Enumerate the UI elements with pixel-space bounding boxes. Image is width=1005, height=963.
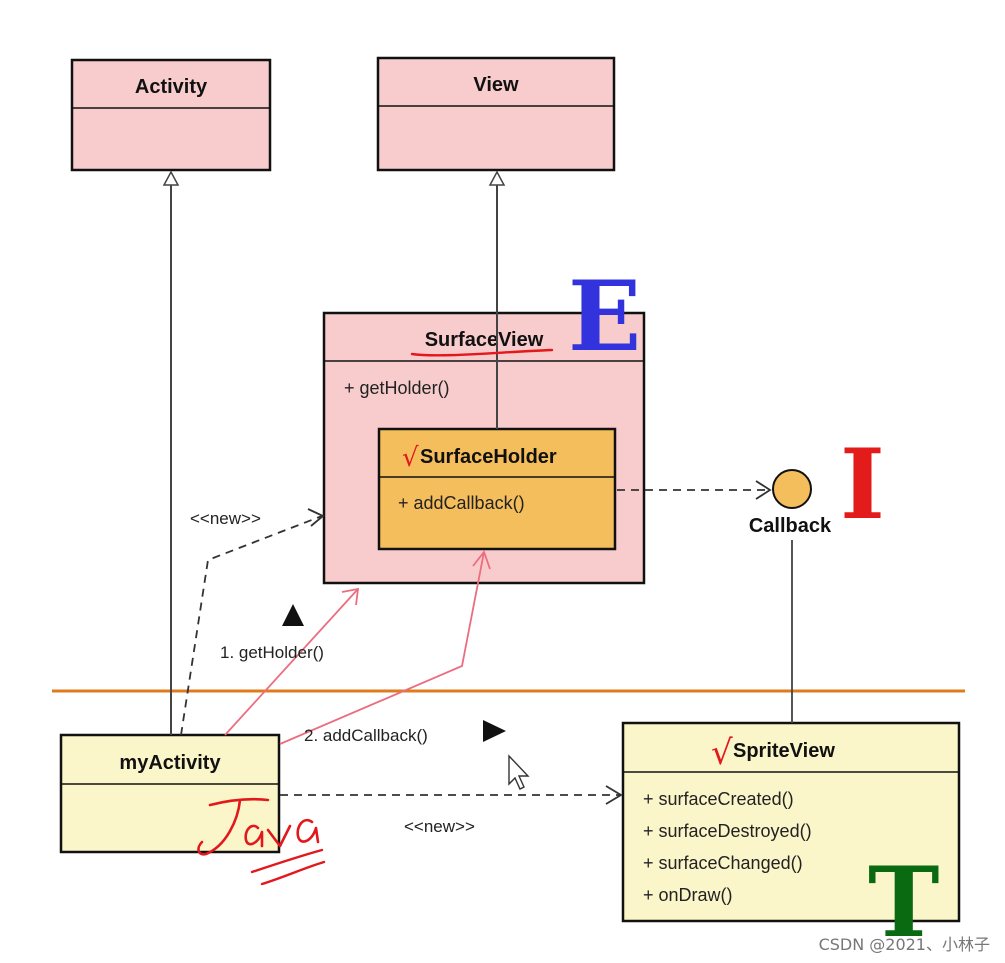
check-mark-icon: √ xyxy=(402,443,419,473)
dependency-holder-callback xyxy=(617,480,772,500)
dependency-new-sprite-view xyxy=(280,785,623,805)
letter-i-annotation: I xyxy=(840,428,885,541)
surface-view-member: + getHolder() xyxy=(344,378,450,398)
sprite-view-member: + surfaceChanged() xyxy=(643,853,803,873)
direction-right-icon xyxy=(483,720,506,742)
class-view: View xyxy=(376,56,616,172)
class-activity-title: Activity xyxy=(135,76,208,98)
sprite-view-member: + surfaceCreated() xyxy=(643,789,794,809)
class-surface-holder-title: SurfaceHolder xyxy=(420,446,557,468)
interface-callback: Callback xyxy=(749,469,832,723)
class-surface-holder: SurfaceHolder + addCallback() xyxy=(377,427,617,551)
watermark: CSDN @2021、小林子 xyxy=(819,935,990,954)
get-holder-call-label: 1. getHolder() xyxy=(220,643,324,662)
java-scribble xyxy=(197,797,326,886)
sprite-view-member: + surfaceDestroyed() xyxy=(643,821,812,841)
new-label-bottom: <<new>> xyxy=(404,817,475,836)
class-sprite-view: SpriteView + surfaceCreated() + surfaceD… xyxy=(621,721,961,923)
new-label-top: <<new>> xyxy=(190,509,261,528)
surface-holder-member: + addCallback() xyxy=(398,493,525,513)
class-activity: Activity xyxy=(70,58,272,172)
direction-up-icon xyxy=(282,604,304,626)
letter-e-annotation: E xyxy=(568,260,641,373)
dependency-new-surface-view xyxy=(180,508,325,736)
message-get-holder xyxy=(224,587,360,736)
message-add-callback xyxy=(279,550,491,745)
class-sprite-view-title: SpriteView xyxy=(733,740,835,762)
class-view-title: View xyxy=(473,74,519,96)
check-mark-icon: √ xyxy=(711,733,733,773)
mouse-cursor-icon xyxy=(508,754,530,790)
class-my-activity-title: myActivity xyxy=(119,752,221,774)
add-callback-call-label: 2. addCallback() xyxy=(304,726,428,745)
class-surface-view-title: SurfaceView xyxy=(425,329,544,351)
letter-t-annotation: T xyxy=(868,846,939,959)
callback-label: Callback xyxy=(749,515,832,537)
class-my-activity: myActivity xyxy=(59,733,281,854)
underline-annotation xyxy=(410,348,554,357)
sprite-view-member: + onDraw() xyxy=(643,885,733,905)
